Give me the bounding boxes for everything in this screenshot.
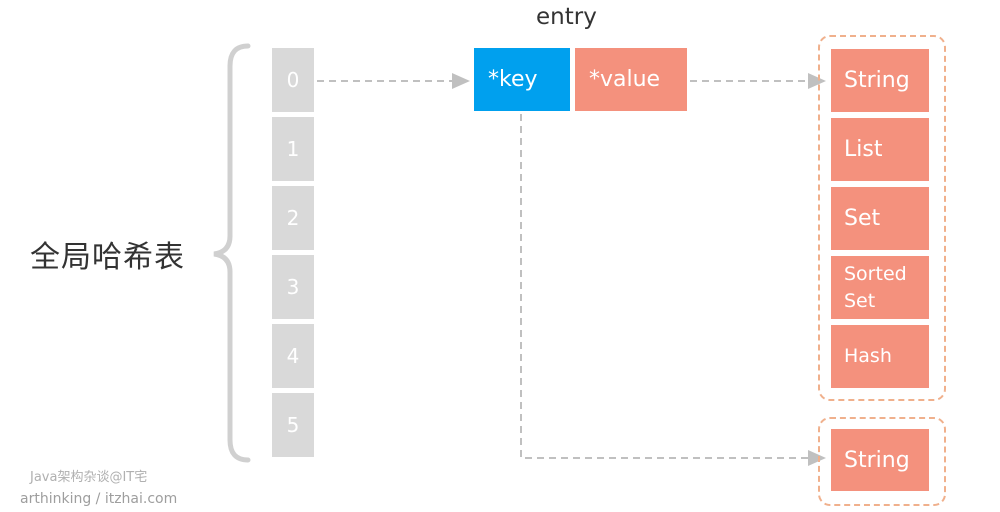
hash-slot-1: 1: [272, 117, 314, 181]
entry-label: entry: [536, 4, 597, 30]
entry-value-box: *value: [575, 48, 687, 111]
value-types-group: [818, 35, 946, 401]
hash-table-brace: [213, 43, 251, 463]
key-type-group: [818, 417, 946, 506]
key-type-string-box: String: [831, 429, 929, 491]
watermark-line-1: Java架构杂谈@IT宅: [30, 470, 148, 485]
type-set-box: Set: [831, 187, 929, 250]
hash-slot-5: 5: [272, 393, 314, 457]
type-string-box: String: [831, 49, 929, 112]
hash-table-label: 全局哈希表: [30, 240, 185, 275]
type-list-box: List: [831, 118, 929, 181]
key-to-string-arrow: [520, 114, 826, 466]
hash-slot-0: 0: [272, 48, 314, 112]
watermark-line-2: arthinking / itzhai.com: [20, 491, 178, 507]
type-sorted-set-box: Sorted Set: [831, 256, 929, 319]
hash-slot-2: 2: [272, 186, 314, 250]
hash-slot-4: 4: [272, 324, 314, 388]
type-hash-box: Hash: [831, 325, 929, 388]
hash-slot-3: 3: [272, 255, 314, 319]
entry-key-box: *key: [474, 48, 570, 111]
